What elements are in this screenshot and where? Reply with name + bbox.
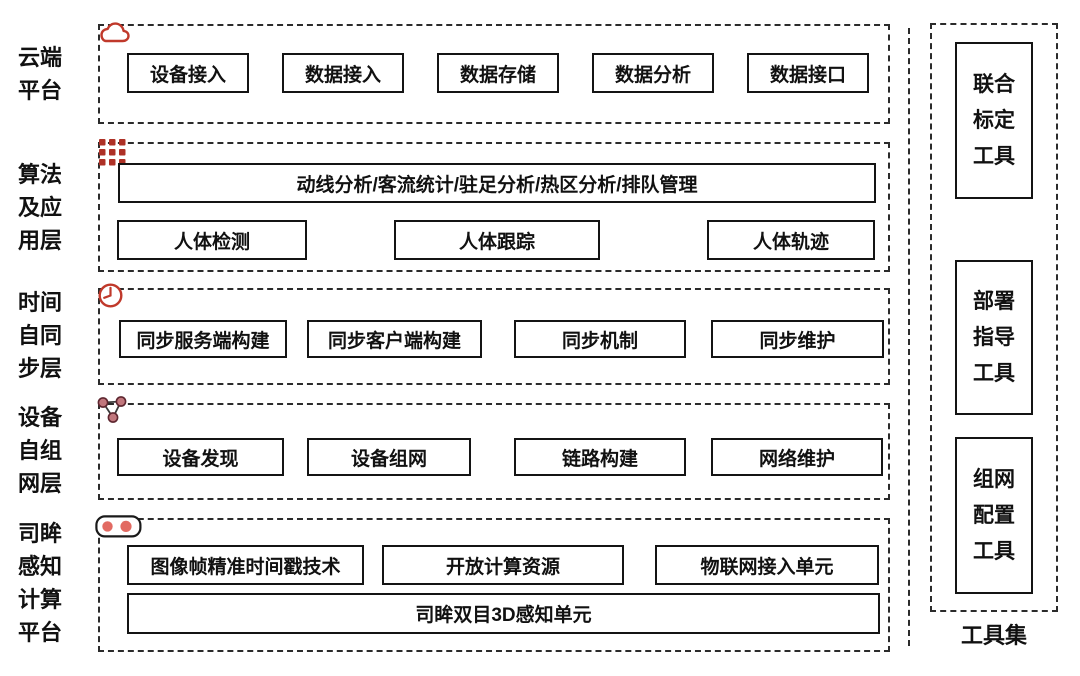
- module-box: 设备接入: [127, 53, 249, 93]
- module-box: 人体跟踪: [394, 220, 600, 260]
- label-line: 自同: [17, 323, 62, 348]
- tool-label-line: 联合: [973, 72, 1015, 96]
- label-line: 司眸: [17, 521, 62, 546]
- label-line: 自组: [17, 438, 62, 463]
- module-box: 同步维护: [711, 320, 884, 358]
- tool-label-line: 工具: [973, 539, 1015, 563]
- module-box: 人体检测: [117, 220, 307, 260]
- layer-label-cloud-platform: 云端 平台: [10, 41, 70, 107]
- module-box: 同步机制: [514, 320, 686, 358]
- layer-label-algorithm-application: 算法 及应 用层: [10, 158, 70, 257]
- label-line: 平台: [17, 78, 62, 103]
- layer-row-time-sync: 同步服务端构建 同步客户端构建 同步机制 同步维护: [98, 283, 890, 385]
- clock-icon: [96, 281, 125, 310]
- cloud-icon: [97, 20, 131, 45]
- module-box: 人体轨迹: [707, 220, 875, 260]
- tool-label-line: 标定: [973, 108, 1015, 132]
- tool-box-network-config: 组网 配置 工具: [955, 437, 1033, 594]
- label-line: 及应: [17, 195, 62, 220]
- layer-label-time-sync: 时间 自同 步层: [10, 286, 70, 385]
- module-box: 数据接口: [747, 53, 869, 93]
- toolset-label: 工具集: [960, 623, 1027, 648]
- grid-dots-icon: [98, 138, 127, 167]
- tool-box-joint-calibration: 联合 标定 工具: [955, 42, 1033, 199]
- layer-row-algorithm-application: 动线分析/客流统计/驻足分析/热区分析/排队管理 人体检测 人体跟踪 人体轨迹: [98, 139, 890, 272]
- label-line: 算法: [17, 162, 62, 187]
- module-box: 链路构建: [514, 438, 686, 476]
- label-line: 平台: [17, 620, 62, 645]
- tool-label-line: 指导: [973, 325, 1015, 349]
- tool-label-line: 组网: [973, 467, 1015, 491]
- module-box: 数据分析: [592, 53, 714, 93]
- layer-row-simou-perception-platform: 图像帧精准时间戳技术 开放计算资源 物联网接入单元 司眸双目3D感知单元: [95, 515, 890, 652]
- module-box: 设备组网: [307, 438, 471, 476]
- layer-label-simou-perception-platform: 司眸 感知 计算 平台: [10, 517, 70, 649]
- label-line: 计算: [17, 587, 62, 612]
- module-box-wide: 司眸双目3D感知单元: [127, 593, 880, 634]
- tool-box-deployment-guide: 部署 指导 工具: [955, 260, 1033, 415]
- module-box: 开放计算资源: [382, 545, 624, 585]
- module-box: 网络维护: [711, 438, 883, 476]
- network-nodes-icon: [95, 395, 136, 426]
- layer-row-ad-hoc-network: 设备发现 设备组网 链路构建 网络维护: [97, 396, 890, 500]
- toolset-container: 联合 标定 工具 部署 指导 工具 组网 配置 工具: [930, 23, 1058, 612]
- label-line: 用层: [17, 228, 62, 253]
- module-box: 设备发现: [117, 438, 284, 476]
- label-line: 步层: [17, 356, 62, 381]
- label-line: 网层: [17, 471, 62, 496]
- tool-label-line: 配置: [973, 503, 1015, 527]
- tool-label-line: 工具: [973, 361, 1015, 385]
- stereo-camera-icon: [95, 515, 142, 538]
- module-box: 同步服务端构建: [119, 320, 287, 358]
- module-box-wide: 动线分析/客流统计/驻足分析/热区分析/排队管理: [118, 163, 876, 203]
- label-line: 设备: [17, 405, 62, 430]
- module-box: 同步客户端构建: [307, 320, 482, 358]
- layer-row-cloud-platform: 设备接入 数据接入 数据存储 数据分析 数据接口: [98, 22, 890, 124]
- layer-label-ad-hoc-network: 设备 自组 网层: [10, 401, 70, 500]
- tool-label-line: 部署: [973, 289, 1015, 313]
- tool-label-line: 工具: [973, 144, 1015, 168]
- module-box: 数据存储: [437, 53, 559, 93]
- label-line: 时间: [17, 290, 62, 315]
- module-box: 数据接入: [282, 53, 404, 93]
- main-toolset-divider: [908, 28, 910, 646]
- module-box: 物联网接入单元: [655, 545, 879, 585]
- label-line: 感知: [17, 554, 62, 579]
- label-line: 云端: [17, 45, 62, 70]
- module-box: 图像帧精准时间戳技术: [127, 545, 364, 585]
